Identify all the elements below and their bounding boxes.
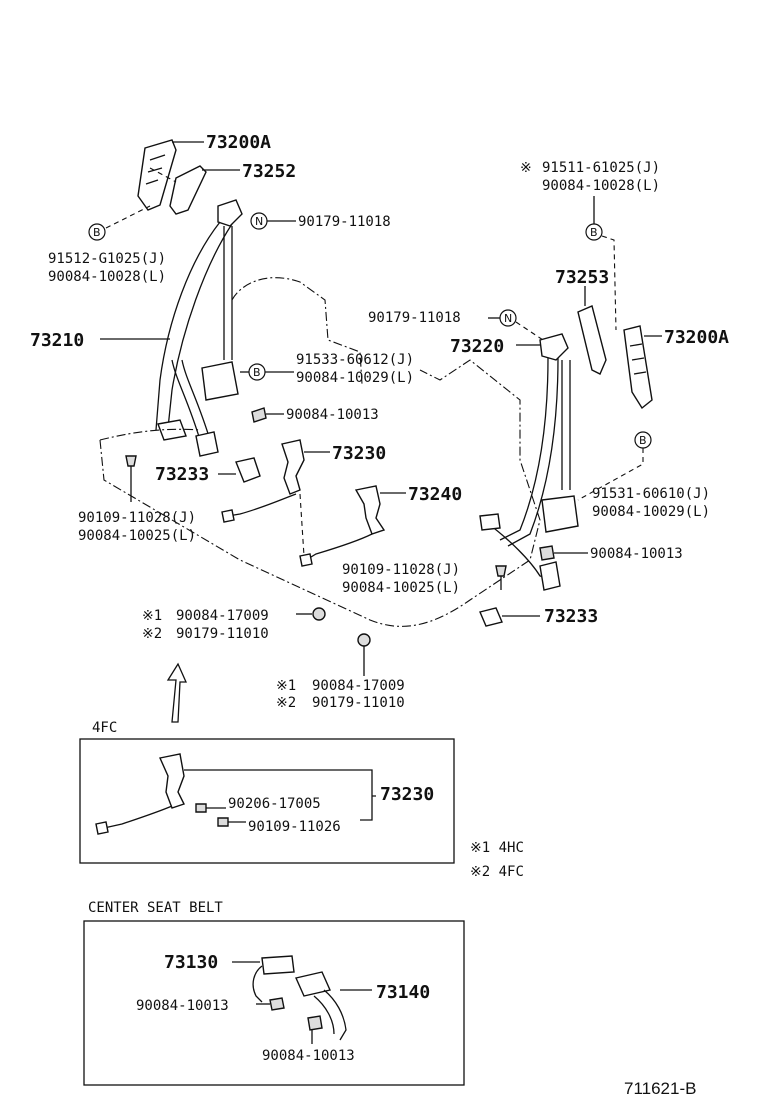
seat-outline-upper <box>231 277 363 385</box>
label-91533-60612: 91533-60612(J) <box>296 352 414 368</box>
center-seat-belt-title: CENTER SEAT BELT <box>88 900 223 916</box>
cover-73253 <box>577 305 607 375</box>
label-73230: 73230 <box>332 443 386 464</box>
box-4fc <box>79 738 455 864</box>
mark-1-left: ※1 <box>142 608 162 624</box>
buckle-73230-4fc-drawing <box>95 753 229 835</box>
floor-bolt-bottom <box>357 633 371 647</box>
bolt-90084-10013-left <box>251 407 267 423</box>
label-73200a-right: 73200A <box>664 327 729 348</box>
label-73130: 73130 <box>164 952 218 973</box>
label-91531-60610: 91531-60610(J) <box>592 486 710 502</box>
label-73230-box: 73230 <box>380 784 434 805</box>
label-90084-10025-right: 90084-10025(L) <box>342 580 460 596</box>
center-belt-73130-drawing <box>252 955 295 1011</box>
label-90084-17009-bottom: 90084-17009 <box>312 678 405 694</box>
label-90084-10013-left: 90084-10013 <box>286 407 379 423</box>
belt-73220-drawing <box>479 333 579 591</box>
bolt-90109-right <box>495 565 507 577</box>
label-90179-11010-bottom: 90179-11010 <box>312 695 405 711</box>
box-4fc-title: 4FC <box>92 720 117 736</box>
callout-b-mid-left-text: B <box>253 366 261 379</box>
belt-73210-drawing <box>155 221 239 457</box>
legend-2: ※2 4FC <box>470 864 524 880</box>
label-90084-10013-center-2: 90084-10013 <box>262 1048 355 1064</box>
up-arrow-icon <box>166 662 188 723</box>
label-73233-right: 73233 <box>544 606 598 627</box>
label-73220: 73220 <box>450 336 504 357</box>
label-90206-17005: 90206-17005 <box>228 796 321 812</box>
label-73240: 73240 <box>408 484 462 505</box>
bolt-90084-10013-right <box>539 545 555 561</box>
callout-b-mid-right-text: B <box>639 434 647 447</box>
callout-n-right-text: N <box>504 312 512 325</box>
buckle-73230-drawing <box>221 439 305 523</box>
label-90109-11028-left: 90109-11028(J) <box>78 510 196 526</box>
label-90179-11018-right: 90179-11018 <box>368 310 461 326</box>
label-90084-10028-right: 90084-10028(L) <box>542 178 660 194</box>
label-90084-10028-left: 90084-10028(L) <box>48 269 166 285</box>
mark-2-bottom: ※2 <box>276 695 296 711</box>
label-91511-61025: 91511-61025(J) <box>542 160 660 176</box>
label-90109-11028-right: 90109-11028(J) <box>342 562 460 578</box>
callout-b-top-left <box>88 223 106 241</box>
label-73233-left: 73233 <box>155 464 209 485</box>
callout-n-right <box>499 309 517 327</box>
bolt-90109-left <box>125 455 137 467</box>
adjuster-73200a-left-drawing <box>137 139 177 211</box>
callout-b-top-right-text: B <box>590 226 598 239</box>
box-center-seat-belt <box>83 920 465 1086</box>
label-73140: 73140 <box>376 982 430 1003</box>
floor-bolt-left <box>312 607 326 621</box>
legend-1: ※1 4HC <box>470 840 524 856</box>
label-90084-10025-left: 90084-10025(L) <box>78 528 196 544</box>
callout-b-top-left-text: B <box>93 226 101 239</box>
label-90084-10029-left: 90084-10029(L) <box>296 370 414 386</box>
label-90084-10029-right: 90084-10029(L) <box>592 504 710 520</box>
center-belt-73140-drawing <box>295 971 347 1041</box>
adjuster-73200a-right-drawing <box>623 325 653 410</box>
shoulder-anchor-left <box>217 199 243 227</box>
mark-1-bottom: ※1 <box>276 678 296 694</box>
callout-b-top-right <box>585 223 603 241</box>
label-90109-11026: 90109-11026 <box>248 819 341 835</box>
callout-n-top-text: N <box>255 215 263 228</box>
label-91512-g1025: 91512-G1025(J) <box>48 251 166 267</box>
label-90084-10013-right: 90084-10013 <box>590 546 683 562</box>
diagram-id: 711621-B <box>624 1079 696 1098</box>
mark-2-left: ※2 <box>142 626 162 642</box>
seat-outline-lower <box>99 359 541 627</box>
buckle-73240-drawing <box>299 485 386 567</box>
label-73210: 73210 <box>30 330 84 351</box>
cover-73233-right <box>479 607 503 627</box>
cover-73252-drawing <box>169 165 207 215</box>
label-91511-prefix: ※ <box>520 160 532 176</box>
label-73200a-left: 73200A <box>206 132 271 153</box>
label-90179-11018-top: 90179-11018 <box>298 214 391 230</box>
label-73252: 73252 <box>242 161 296 182</box>
label-90084-17009-left: 90084-17009 <box>176 608 269 624</box>
label-90179-11010-left: 90179-11010 <box>176 626 269 642</box>
label-73253: 73253 <box>555 267 609 288</box>
label-90084-10013-center-1: 90084-10013 <box>136 998 229 1014</box>
cover-73233-left <box>235 457 261 483</box>
